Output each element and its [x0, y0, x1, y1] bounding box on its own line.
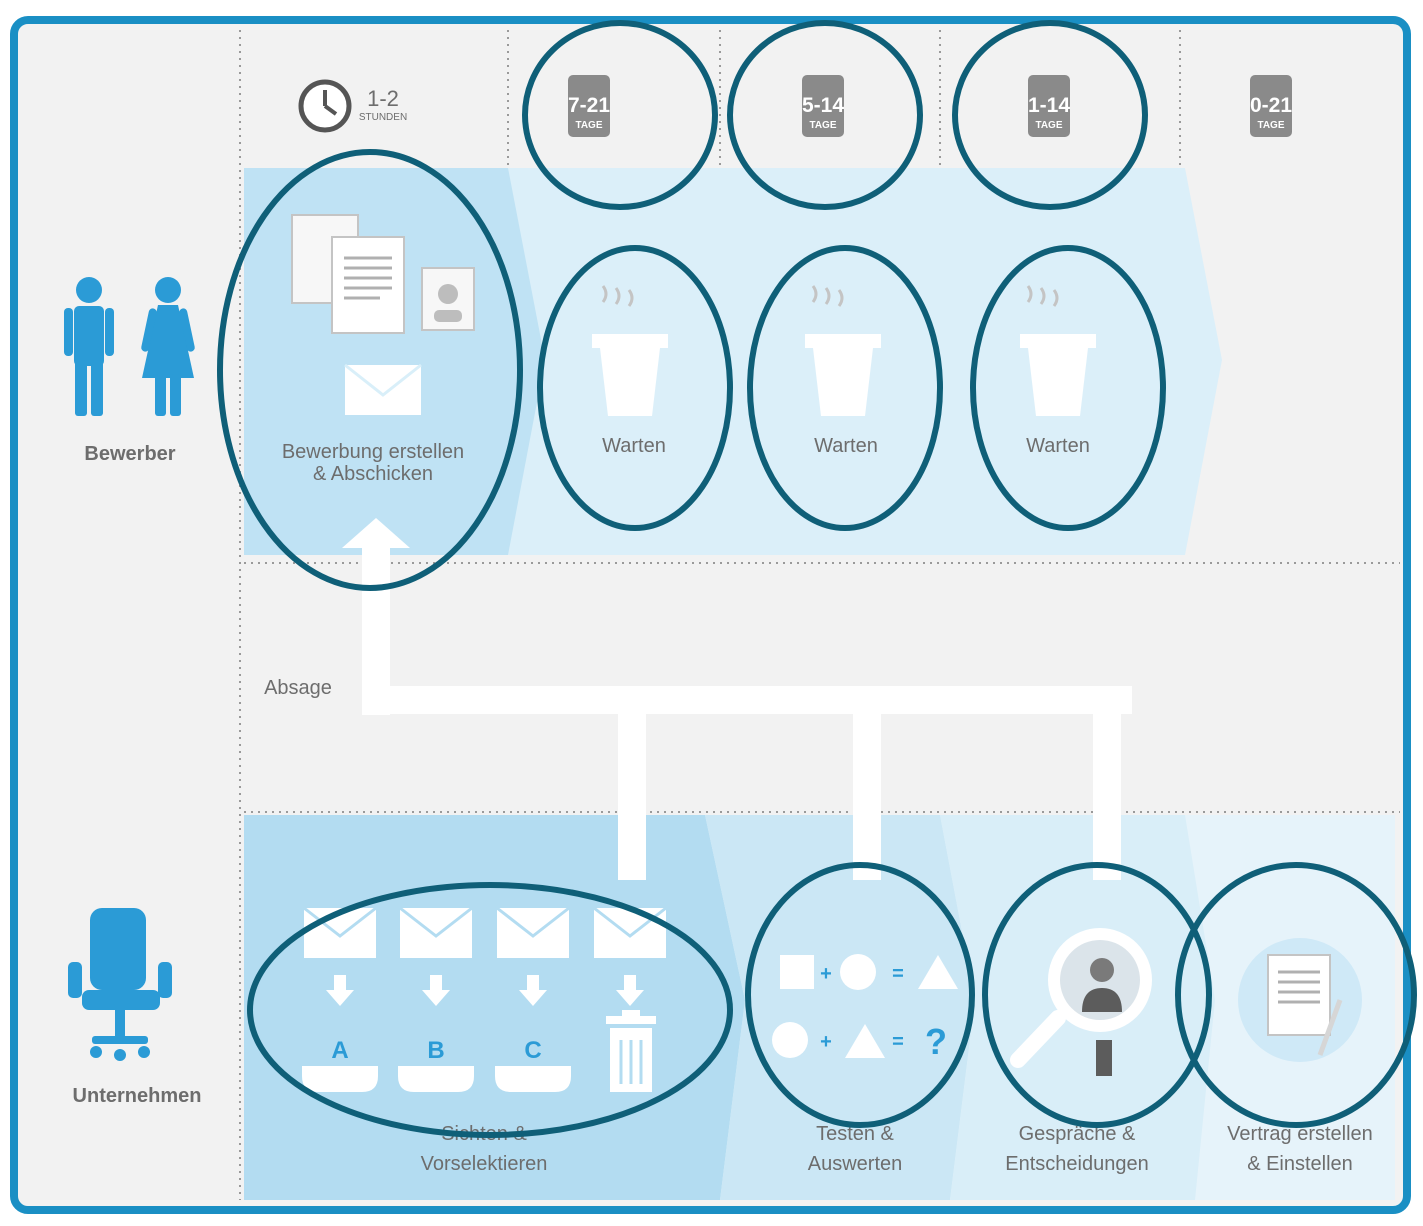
duration-5-unit: TAGE	[1257, 120, 1284, 131]
equals-sign: =	[892, 1031, 904, 1053]
test-symbols-icon	[772, 954, 958, 1058]
highlight-ellipse	[747, 245, 943, 531]
duration-5: 0-21 TAGE	[1250, 75, 1292, 137]
company-step-4-line1: Vertrag erstellen	[1227, 1123, 1373, 1145]
company-step-3-line2: Entscheidungen	[1005, 1153, 1148, 1175]
office-chair-icon	[68, 908, 172, 1061]
coffee-cup-icon	[592, 285, 668, 416]
duration-5-value: 0-21	[1250, 94, 1292, 117]
duration-3: 5-14 TAGE	[802, 75, 844, 137]
applicant-step-1-line1: Bewerbung erstellen	[282, 441, 464, 463]
envelope-icon	[344, 363, 422, 415]
applicant-step-3-label: Warten	[814, 435, 878, 457]
duration-1-value: 1-2	[367, 86, 399, 111]
plus-sign: +	[820, 1031, 832, 1053]
grid-lines	[239, 30, 1400, 1200]
highlight-ellipse	[745, 862, 975, 1128]
sort-label-c: C	[524, 1037, 541, 1064]
plus-sign: +	[820, 963, 832, 985]
company-role-label: Unternehmen	[73, 1085, 202, 1107]
duration-2: 7-21 TAGE	[568, 75, 610, 137]
highlight-ellipse	[982, 862, 1212, 1128]
applicant-step-2-label: Warten	[602, 435, 666, 457]
duration-1: 1-2 STUNDEN	[298, 79, 407, 133]
circle-icon	[772, 1022, 808, 1058]
magnifier-person-icon	[1010, 928, 1152, 1076]
highlight-ellipse	[522, 20, 718, 210]
calendar-icon	[568, 75, 610, 137]
duration-4-unit: TAGE	[1035, 120, 1062, 131]
applicant-step-1-line2: & Abschicken	[313, 463, 433, 485]
square-icon	[780, 955, 814, 989]
down-arrow-icons	[326, 975, 644, 1006]
triangle-icon	[845, 1024, 885, 1058]
rejection-flow-branch-3	[1093, 690, 1121, 880]
applicant-step-1-band	[244, 168, 545, 555]
rejection-label: Absage	[264, 677, 332, 699]
applicant-role-label: Bewerber	[84, 443, 175, 465]
coffee-cup-icon	[805, 285, 881, 416]
company-step-4-line2: & Einstellen	[1247, 1153, 1353, 1175]
duration-4: 1-14 TAGE	[1028, 75, 1070, 137]
company-step-3-line1: Gespräche &	[1019, 1123, 1136, 1145]
duration-3-unit: TAGE	[809, 120, 836, 131]
tray-icons	[302, 1066, 571, 1092]
duration-2-value: 7-21	[568, 94, 610, 117]
contract-icon	[1238, 938, 1362, 1062]
circle-icon	[840, 954, 876, 990]
sort-label-a: A	[331, 1037, 348, 1064]
equals-sign: =	[892, 963, 904, 985]
trash-icon	[606, 1010, 656, 1092]
highlight-ellipse	[727, 20, 923, 210]
triangle-icon	[918, 955, 958, 989]
company-step-2-line1: Testen &	[816, 1123, 894, 1145]
calendar-icon	[1028, 75, 1070, 137]
highlight-ellipse	[952, 20, 1148, 210]
highlight-ellipse	[247, 882, 733, 1138]
duration-3-value: 5-14	[802, 94, 844, 117]
highlight-ellipse	[1175, 862, 1417, 1128]
rejection-arrow-head	[342, 518, 410, 548]
rejection-flow	[342, 518, 1132, 880]
rejection-flow-branch-2	[853, 690, 881, 880]
coffee-cup-icon	[1020, 285, 1096, 416]
rejection-flow-horizontal	[362, 686, 1132, 714]
duration-2-unit: TAGE	[575, 120, 602, 131]
sort-label-b: B	[427, 1037, 444, 1064]
applicant-icon	[64, 277, 195, 416]
question-mark: ?	[925, 1021, 947, 1062]
documents-icon	[291, 214, 475, 334]
highlight-ellipses	[217, 20, 1417, 1138]
calendar-icon	[802, 75, 844, 137]
highlight-ellipse	[217, 149, 523, 591]
duration-1-unit: STUNDEN	[359, 112, 407, 123]
calendar-icon	[1250, 75, 1292, 137]
highlight-ellipse	[970, 245, 1166, 531]
highlight-ellipse	[537, 245, 733, 531]
duration-4-value: 1-14	[1028, 94, 1070, 117]
company-step-1-line2: Vorselektieren	[421, 1153, 548, 1175]
rejection-flow-branch-1	[618, 690, 646, 880]
company-step-2-line2: Auswerten	[808, 1153, 903, 1175]
applicant-step-4-label: Warten	[1026, 435, 1090, 457]
